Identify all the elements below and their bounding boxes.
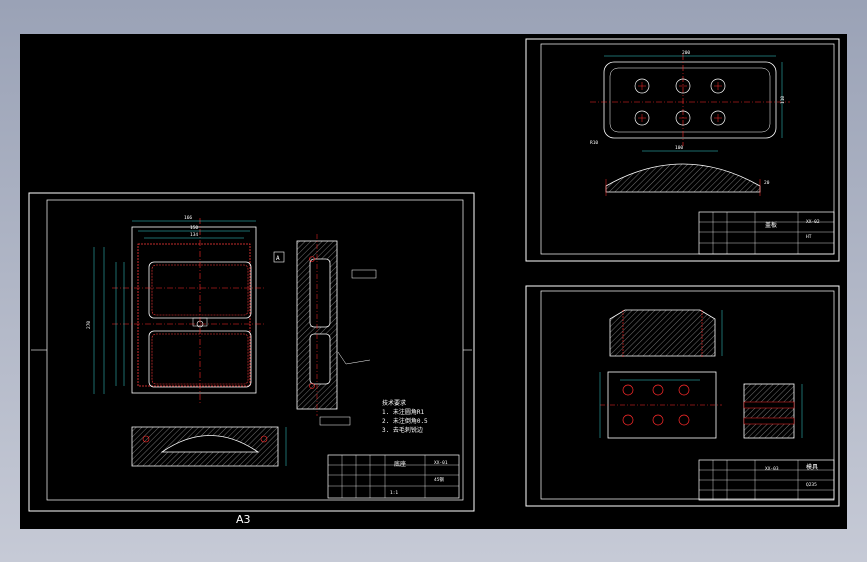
sheet-size-label: A3 (236, 513, 251, 526)
drawing-canvas[interactable]: 166 150 134 270 A (20, 34, 847, 529)
br-code: XX-03 (765, 466, 779, 472)
dim-height-left: 270 (86, 321, 92, 329)
br-material: Q235 (806, 482, 817, 488)
plate-holes (634, 78, 726, 126)
note-title: 技术要求 (382, 399, 406, 407)
note-2: 2. 未注倒角0.5 (382, 417, 428, 425)
title-block-bottom-right: 模具 XX-03 Q235 (698, 459, 835, 501)
main-part-code: XX-01 (434, 460, 448, 466)
plate-dim-radius: R10 (590, 140, 598, 146)
main-sheet-outer-frame (28, 192, 475, 512)
tr-part-name: 盖板 (765, 221, 777, 229)
plate-dim-depth: 20 (764, 180, 770, 186)
dim-inner-a: 150 (190, 225, 198, 231)
technical-notes: 技术要求 1. 未注圆角R1 2. 未注倒角0.5 3. 去毛刺锐边 (382, 399, 428, 434)
note-1: 1. 未注圆角R1 (382, 408, 424, 416)
title-block-top-right: 盖板 XX-02 HT (698, 211, 835, 255)
main-title-block: 底座 XX-01 45钢 1:1 (327, 454, 460, 499)
plate-dim-width: 200 (682, 50, 690, 56)
sheet-top-right: 200 110 100 R10 20 盖板 XX-02 HT (525, 38, 840, 262)
plate-dim-spacing: 100 (675, 145, 683, 151)
tr-material: HT (806, 234, 812, 240)
datum-label-a: A (276, 255, 280, 262)
sheet-bottom-right: 模具 XX-03 Q235 (525, 285, 840, 507)
main-part-name: 底座 (394, 460, 406, 468)
main-material: 45钢 (434, 476, 444, 483)
plate-outline (603, 61, 777, 139)
main-sheet: 166 150 134 270 A (28, 192, 475, 526)
note-3: 3. 去毛刺锐边 (382, 426, 423, 434)
mold-top-view (609, 309, 716, 357)
dim-width-top: 166 (184, 215, 192, 221)
cad-drawing: 166 150 134 270 A (28, 38, 840, 526)
tolerance-frame (351, 269, 377, 279)
br-part-name: 模具 (806, 463, 818, 471)
plan-view: 166 150 134 270 (86, 215, 266, 404)
plate-dim-height: 110 (780, 96, 786, 104)
main-scale: 1:1 (390, 490, 398, 496)
lower-view (131, 426, 287, 467)
tr-code: XX-02 (806, 219, 820, 225)
datum-box-a (273, 251, 285, 263)
plate-side-section (605, 163, 761, 193)
mold-holes (622, 384, 690, 426)
dim-inner-b: 134 (190, 232, 198, 238)
section-view: A (273, 234, 377, 426)
mold-side-view (743, 383, 795, 439)
